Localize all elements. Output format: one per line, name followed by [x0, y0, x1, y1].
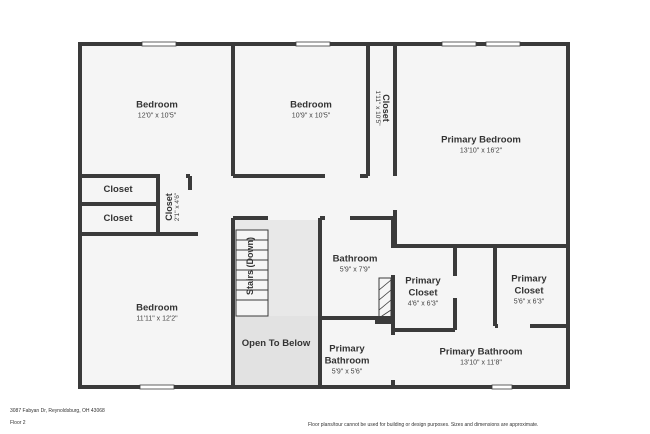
address-text: 3087 Fabyan Dr, Reynoldsburg, OH 43068 [10, 408, 105, 414]
room-bedroom-n: Bedroom 10'9" x 10'5" [290, 100, 332, 121]
room-dims: 12'0" x 10'5" [137, 112, 177, 120]
room-name: Primary Bathroom [324, 343, 370, 367]
room-name: Stairs (Down) [245, 236, 255, 296]
hatch-lines [378, 279, 392, 319]
room-name: Closet [381, 94, 391, 122]
door-openings [160, 173, 530, 380]
room-bedroom-sw: Bedroom 11'11" x 12'2" [136, 303, 178, 324]
room-name: Closet [164, 193, 174, 221]
disclaimer-text: Floor plans/tour cannot be used for buil… [308, 422, 539, 428]
floor-label: Floor 2 [10, 420, 26, 426]
room-dims: 5'9" x 7'9" [339, 266, 371, 274]
room-name: Primary Closet [511, 273, 547, 297]
room-dims: 5'6" x 6'3" [513, 298, 545, 306]
room-dims: 1'11" x 10'5" [374, 90, 381, 126]
room-name: Closet [103, 184, 133, 195]
room-stairs: Stairs (Down) [245, 237, 255, 295]
room-primary-bedroom: Primary Bedroom 13'10" x 16'2" [441, 135, 521, 156]
room-dims: 13'10" x 11'8" [460, 359, 502, 367]
room-closet-small: Closet 2'1" x 4'6" [164, 193, 182, 221]
room-dims: 11'11" x 12'2" [136, 315, 178, 323]
room-name: Closet [103, 213, 133, 224]
room-name: Bedroom [290, 99, 332, 111]
room-primary-bathroom: Primary Bathroom 13'10" x 11'8" [440, 347, 523, 368]
stairs-icon [235, 229, 269, 317]
room-closet-w2: Closet [103, 213, 132, 225]
room-closet-w1: Closet [103, 184, 132, 196]
stair-hatch [378, 277, 392, 319]
room-name: Bedroom [136, 302, 178, 314]
room-dims: 10'9" x 10'5" [291, 112, 331, 120]
room-dims: 4'6" x 6'3" [407, 300, 439, 308]
room-name: Open To Below [241, 338, 311, 349]
room-name: Primary Bathroom [439, 346, 523, 358]
room-name: Primary Closet [405, 275, 441, 299]
room-primary-closet-2: Primary Closet 5'6" x 6'3" [499, 274, 559, 307]
room-bathroom: Bathroom 5'9" x 7'9" [333, 254, 378, 275]
open-to-below-area [234, 316, 319, 386]
room-name: Bathroom [332, 253, 378, 265]
windows [139, 41, 521, 390]
room-closet-n: Closet 1'11" x 10'5" [373, 90, 391, 125]
room-dims: 5'9" x 5'6" [331, 368, 363, 376]
room-name: Bedroom [136, 99, 178, 111]
room-primary-bathroom-small: Primary Bathroom 5'9" x 5'6" [317, 344, 377, 377]
room-open-to-below: Open To Below [242, 338, 310, 350]
room-dims: 13'10" x 16'2" [459, 147, 503, 155]
room-bedroom-nw: Bedroom 12'0" x 10'5" [136, 100, 178, 121]
room-name: Primary Bedroom [441, 134, 521, 146]
room-primary-closet-1: Primary Closet 4'6" x 6'3" [393, 276, 453, 309]
floor-area [80, 44, 568, 387]
room-dims: 2'1" x 4'6" [174, 192, 181, 222]
